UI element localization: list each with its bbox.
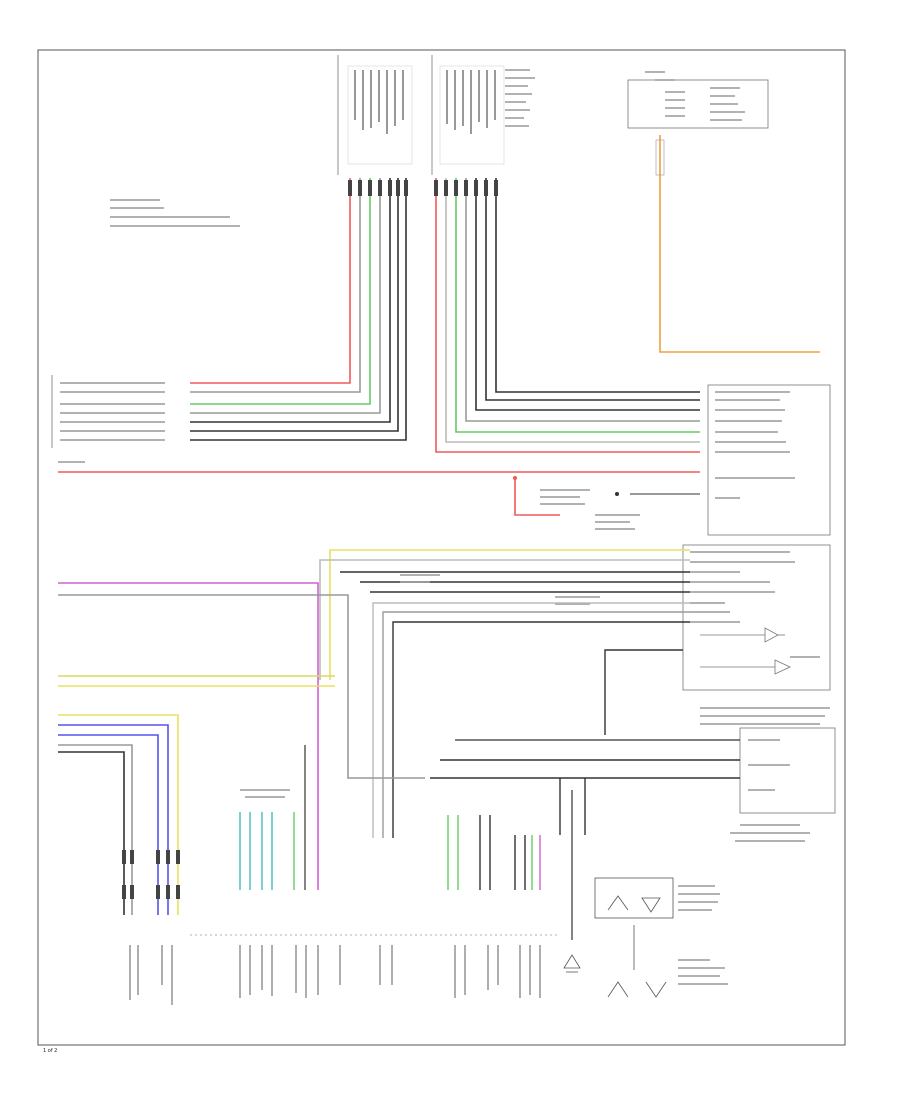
page-label: 1 of 2 [43, 1048, 57, 1054]
speaker-legend [594, 877, 728, 998]
diagram-frame [37, 49, 846, 1046]
wire-yellow-upper [319, 549, 690, 680]
top-connector-left [337, 55, 413, 175]
wire-bundle-middle [372, 602, 690, 838]
legend [110, 199, 240, 227]
bottom-left-connectors [122, 850, 180, 899]
right-module-lower [430, 707, 836, 940]
bottom-component-group-2 [447, 815, 541, 890]
wire-yellow-left [58, 675, 335, 687]
wire-orange [655, 135, 820, 353]
bottom-component-group-1 [239, 745, 306, 890]
bottom-terminal-labels [129, 945, 541, 1005]
right-connector-blocks [434, 180, 498, 196]
left-module [51, 375, 165, 448]
right-module-upper [540, 384, 831, 536]
antenna-symbol [563, 954, 581, 973]
wire-magenta-left [58, 582, 425, 890]
wire-bundle-left-vertical [190, 178, 407, 441]
top-connector-right [431, 55, 535, 175]
fuse-box-top-right [627, 71, 769, 129]
left-connector-blocks [348, 180, 408, 196]
wire-red-main-horizontal [58, 461, 700, 516]
right-module-middle [682, 544, 831, 691]
wire-bundle-right-vertical [435, 178, 700, 453]
